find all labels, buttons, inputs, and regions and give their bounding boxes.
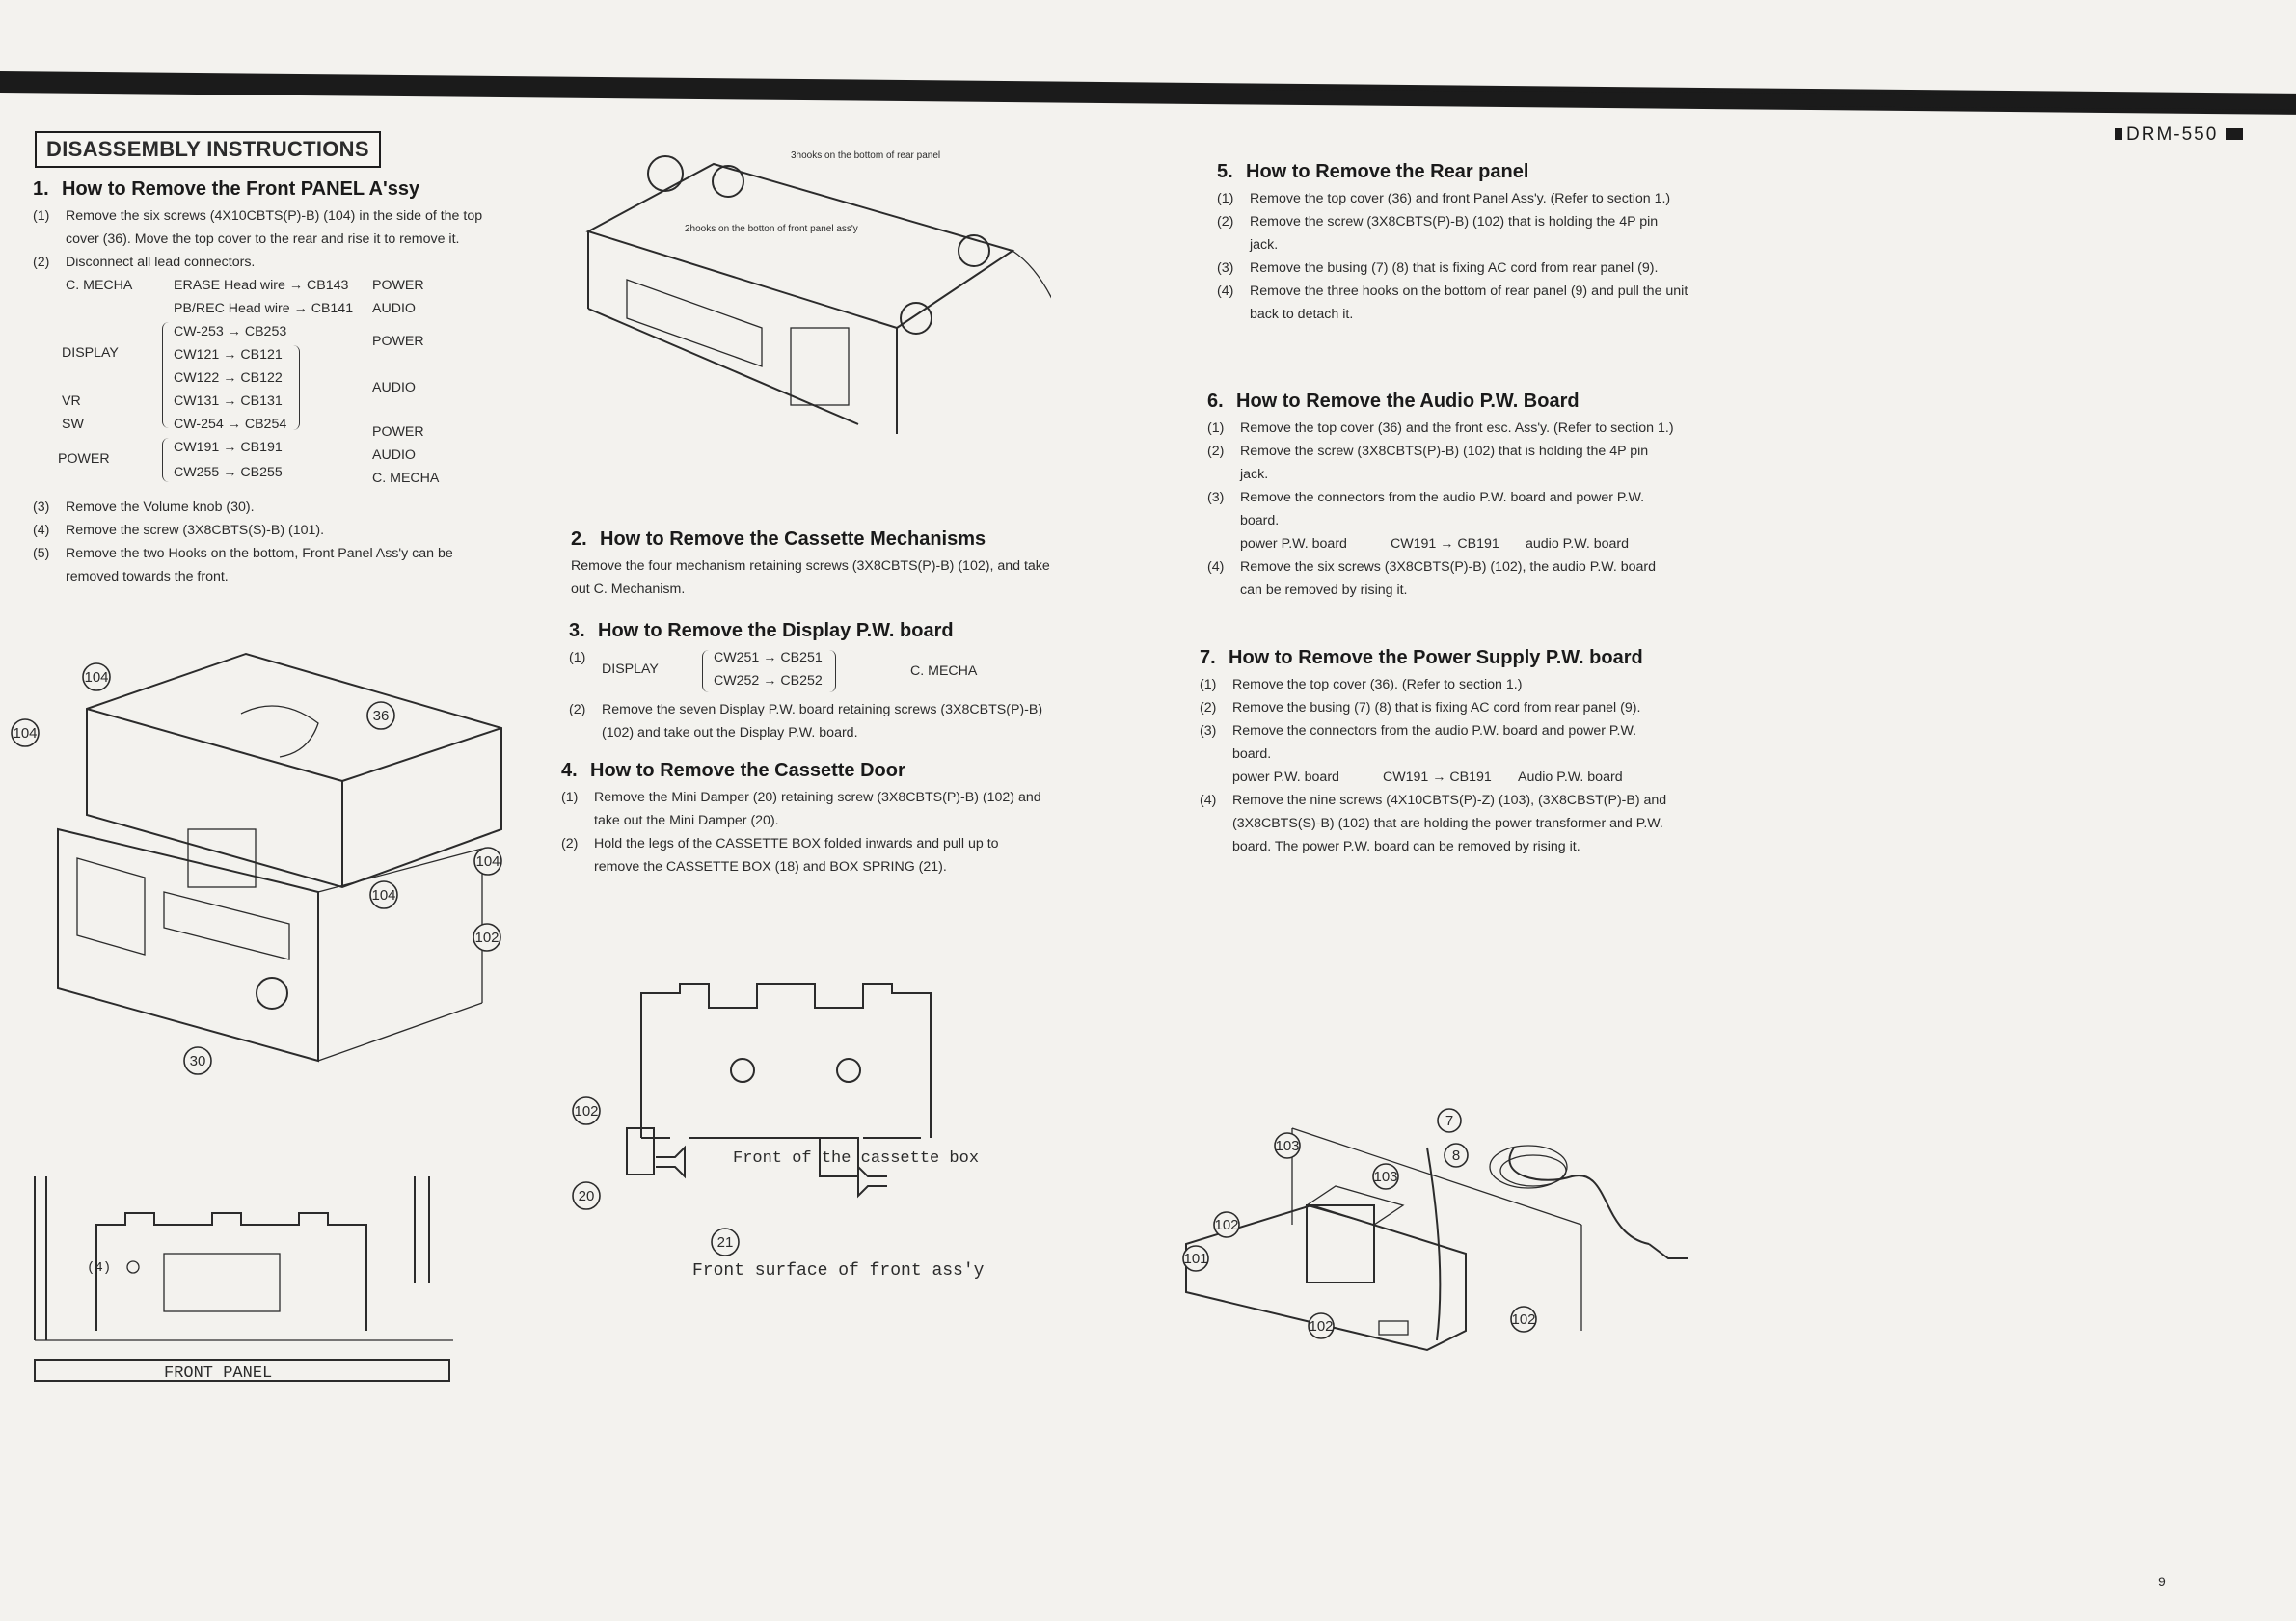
callout-102: 102 <box>1510 1306 1537 1333</box>
callout-30: 30 <box>183 1046 212 1075</box>
callout-21: 21 <box>711 1228 740 1256</box>
step: (5)Remove the two Hooks on the bottom, F… <box>33 546 453 584</box>
front-panel-section-figure: FRONT PANEL (4) <box>34 1176 453 1383</box>
step: (1)Remove the six screws (4X10CBTS(P)-B)… <box>33 208 483 247</box>
svg-text:104: 104 <box>84 669 108 686</box>
step: (4)Remove the screw (3X8CBTS(S)-B) (101)… <box>33 523 325 538</box>
svg-text:(4): (4) <box>87 1260 111 1276</box>
step: (1)Remove the Mini Damper (20) retaining… <box>561 790 1041 828</box>
callout-103: 103 <box>1372 1163 1399 1190</box>
svg-text:8: 8 <box>1452 1148 1460 1164</box>
connector-table: C. MECHA ERASE Head wire → CB143 POWER P… <box>58 278 440 486</box>
svg-text:102: 102 <box>1214 1217 1238 1233</box>
svg-text:Front of the cassette box: Front of the cassette box <box>733 1149 979 1168</box>
step: (4)Remove the six screws (3X8CBTS(P)-B) … <box>1207 559 1657 598</box>
callout-104: 104 <box>82 662 111 691</box>
svg-text:103: 103 <box>1373 1169 1397 1185</box>
section-7: 7.How to Remove the Power Supply P.W. bo… <box>1200 644 1672 858</box>
section-3-heading: 3.How to Remove the Display P.W. board <box>569 620 954 641</box>
callout-102: 102 <box>1213 1211 1240 1238</box>
step: (2)Remove the screw (3X8CBTS(P)-B) (102)… <box>1207 444 1649 482</box>
step: (4)Remove the three hooks on the bottom … <box>1217 284 1688 322</box>
section-6-heading: 6.How to Remove the Audio P.W. Board <box>1207 391 1580 412</box>
svg-text:Front surface of front ass'y: Front surface of front ass'y <box>692 1261 984 1281</box>
step: (1)Remove the top cover (36). (Refer to … <box>1200 677 1523 692</box>
step: (1)Remove the top cover (36) and front P… <box>1217 191 1671 206</box>
callout-front-hooks: 2hooks on the botton of front panel ass'… <box>685 224 858 234</box>
callout-104: 104 <box>11 718 40 747</box>
section-5: 5.How to Remove the Rear panel (1)Remove… <box>1217 158 1689 326</box>
section-3: 3.How to Remove the Display P.W. board (… <box>569 617 1051 744</box>
front-panel-exploded-figure: 104 104 36 104 104 102 30 <box>11 652 502 1075</box>
svg-text:102: 102 <box>1511 1311 1535 1328</box>
power-supply-figure: 103 103 7 8 102 101 102 102 <box>1182 1108 1688 1352</box>
section-2: 2.How to Remove the Cassette Mechanisms … <box>571 526 1053 601</box>
section-7-heading: 7.How to Remove the Power Supply P.W. bo… <box>1200 647 1643 668</box>
section-2-heading: 2.How to Remove the Cassette Mechanisms <box>571 528 986 550</box>
section-5-heading: 5.How to Remove the Rear panel <box>1217 161 1529 182</box>
callout-102: 102 <box>1308 1312 1335 1339</box>
rear-hooks-figure: 3hooks on the bottom of rear panel 2hook… <box>585 150 1051 434</box>
svg-text:102: 102 <box>1309 1318 1333 1335</box>
step: (3)Remove the connectors from the audio … <box>1200 723 1637 762</box>
step: (3)Remove the busing (7) (8) that is fix… <box>1217 260 1659 276</box>
svg-text:102: 102 <box>474 930 499 946</box>
step: (2)Remove the seven Display P.W. board r… <box>569 702 1043 741</box>
callout-102: 102 <box>473 923 501 952</box>
step: (2)Remove the screw (3X8CBTS(P)-B) (102)… <box>1217 214 1659 253</box>
section-1: 1.How to Remove the Front PANEL A'ssy (1… <box>33 176 505 588</box>
svg-text:104: 104 <box>13 725 37 742</box>
section-2-text: Remove the four mechanism retaining scre… <box>571 558 1050 597</box>
callout-103: 103 <box>1274 1132 1301 1159</box>
step: (3)Remove the connectors from the audio … <box>1207 490 1645 528</box>
svg-text:7: 7 <box>1445 1113 1453 1129</box>
section-6: 6.How to Remove the Audio P.W. Board (1)… <box>1207 388 1680 602</box>
svg-text:103: 103 <box>1275 1138 1299 1154</box>
step: (1)Remove the top cover (36) and the fro… <box>1207 420 1674 436</box>
svg-text:21: 21 <box>717 1234 734 1251</box>
svg-text:104: 104 <box>371 887 395 904</box>
section-4: 4.How to Remove the Cassette Door (1)Rem… <box>561 757 1043 878</box>
svg-text:20: 20 <box>579 1188 595 1204</box>
model-number: DRM-550 <box>2114 124 2244 145</box>
callout-8: 8 <box>1444 1143 1469 1168</box>
svg-text:FRONT PANEL: FRONT PANEL <box>164 1364 272 1383</box>
step: (4)Remove the nine screws (4X10CBTS(P)-Z… <box>1200 793 1667 854</box>
step: (2)Remove the busing (7) (8) that is fix… <box>1200 700 1641 716</box>
callout-36: 36 <box>366 701 395 730</box>
step: (2)Hold the legs of the CASSETTE BOX fol… <box>561 836 999 875</box>
section-title: DISASSEMBLY INSTRUCTIONS <box>35 131 381 168</box>
section-4-heading: 4.How to Remove the Cassette Door <box>561 760 905 781</box>
cassette-door-figure: Front of the cassette box Front surface … <box>572 983 984 1281</box>
callout-7: 7 <box>1437 1108 1462 1133</box>
step: (2)Disconnect all lead connectors. <box>33 255 256 270</box>
callout-20: 20 <box>572 1181 601 1210</box>
callout-102: 102 <box>572 1096 601 1125</box>
page-number: 9 <box>2158 1574 2166 1589</box>
section-1-heading: 1.How to Remove the Front PANEL A'ssy <box>33 178 420 200</box>
svg-text:36: 36 <box>373 708 390 724</box>
svg-text:104: 104 <box>475 853 500 870</box>
callout-104: 104 <box>473 847 502 876</box>
svg-text:101: 101 <box>1183 1251 1207 1267</box>
callout-104: 104 <box>369 880 398 909</box>
callout-rear-hooks: 3hooks on the bottom of rear panel <box>791 150 940 161</box>
svg-text:30: 30 <box>190 1053 206 1069</box>
svg-text:102: 102 <box>574 1103 598 1120</box>
callout-101: 101 <box>1182 1245 1209 1272</box>
step: (3)Remove the Volume knob (30). <box>33 500 255 515</box>
